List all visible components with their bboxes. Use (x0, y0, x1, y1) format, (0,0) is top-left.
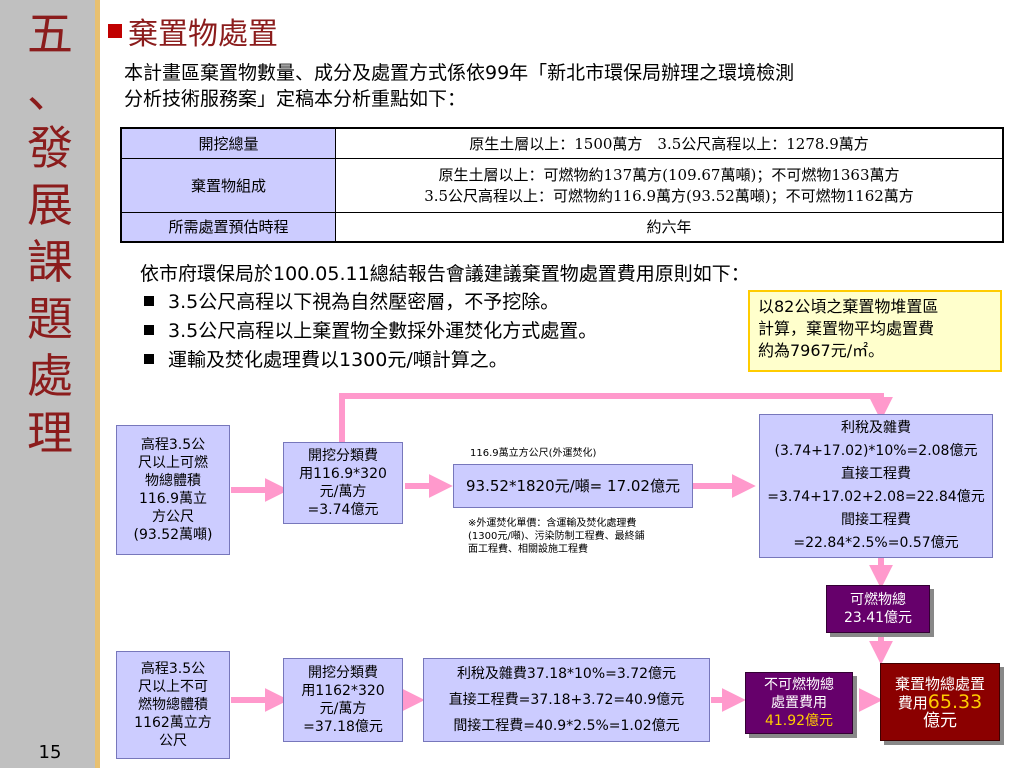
note-box: 以82公頃之棄置物堆置區 計算，棄置物平均處置費 約為7967元/㎡。 (748, 290, 1002, 372)
grand-total-box: 棄置物總處置 費用65.33 億元 (880, 663, 1000, 741)
table-header-cell: 所需處置預估時程 (120, 211, 336, 243)
box-line: 元/萬方 (319, 484, 367, 500)
box-line: 可燃物總 (850, 592, 906, 608)
box-line: (3.74+17.02)*10%=2.08億元 (774, 443, 978, 459)
nonburnable-costs-box: 利稅及雜費37.18*10%=3.72億元 直接工程費=37.18+3.72=4… (423, 658, 710, 742)
burnable-total-box: 可燃物總 23.41億元 (826, 585, 930, 633)
box-line: 元/萬方 (319, 701, 367, 717)
table-row: 所需處置預估時程 約六年 (120, 211, 1004, 243)
box-line: (93.52萬噸) (133, 527, 213, 543)
bullet-item: 運輸及焚化處理費以1300元/噸計算之。 (144, 345, 508, 372)
side-title-char: 題 (27, 292, 73, 346)
box-line: 處置費用 (771, 695, 827, 711)
box-line: =3.74億元 (307, 502, 379, 518)
table-value-cell: 原生土層以上：1500萬方 3.5公尺高程以上：1278.9萬方 (335, 127, 1004, 159)
table-row: 開挖總量 原生土層以上：1500萬方 3.5公尺高程以上：1278.9萬方 (120, 127, 1004, 159)
square-bullet-icon (144, 353, 154, 364)
box-line: 41.92億元 (764, 713, 834, 729)
box-line: 高程3.5公 (140, 661, 206, 677)
table-value-cell: 約六年 (335, 211, 1004, 243)
box-line: 116.9萬立 (138, 491, 208, 507)
square-bullet-icon (144, 295, 154, 306)
burnable-dig-cost-box: 開挖分類費 用116.9*320 元/萬方 =3.74億元 (283, 442, 403, 524)
box-line: 用116.9*320 (299, 466, 387, 482)
footnote-line: 面工程費、相關設施工程費 (468, 544, 588, 555)
note-line: 計算，棄置物平均處置費 (758, 319, 935, 338)
box-line: 開挖分類費 (308, 665, 378, 681)
bullet-text: 3.5公尺高程以上棄置物全數採外運焚化方式處置。 (168, 320, 598, 342)
nonburnable-dig-cost-box: 開挖分類費 用1162*320 元/萬方 =37.18億元 (283, 658, 403, 742)
box-line: 93.52*1820元/噸= 17.02億元 (466, 477, 680, 495)
side-title-char: 、 (27, 64, 73, 118)
box-line: =22.84*2.5%=0.57億元 (793, 535, 959, 551)
burnable-incineration-box: 93.52*1820元/噸= 17.02億元 (453, 464, 693, 508)
title-row: 棄置物處置 (108, 8, 278, 54)
rules-intro: 依市府環保局於100.05.11總結報告會議建議棄置物處置費用原則如下： (140, 263, 750, 285)
info-table: 開挖總量 原生土層以上：1500萬方 3.5公尺高程以上：1278.9萬方 棄置… (120, 127, 1004, 243)
incineration-footnote: ※外運焚化單價：含運輸及焚化處理費 (1300元/噸)、污染防制工程費、最終鋪 … (468, 517, 698, 556)
box-line: 方公尺 (152, 509, 194, 525)
box-line: 直接工程費 (841, 466, 911, 482)
box-line: 23.41億元 (843, 610, 913, 626)
footnote-line: ※外運焚化單價：含運輸及焚化處理費 (468, 518, 637, 529)
box-line: 1162萬立方 (134, 715, 212, 731)
footnote-line: (1300元/噸)、污染防制工程費、最終鋪 (468, 531, 645, 542)
square-bullet-icon (144, 324, 154, 335)
box-line: 億元 (923, 710, 957, 731)
box-line: 公尺 (159, 733, 187, 749)
table-value-line: 原生土層以上：可燃物約137萬方(109.67萬噸)；不可燃物1363萬方 (438, 166, 900, 184)
grand-total-value: 65.33 (927, 690, 983, 713)
box-text: 費用 (897, 693, 928, 712)
side-title-char: 發 (27, 121, 73, 175)
box-line: 用1162*320 (301, 683, 385, 699)
box-line: 不可燃物總 (764, 677, 834, 693)
box-line: 物總體積 (145, 473, 201, 489)
table-value-line: 3.5公尺高程以上：可燃物約116.9萬方(93.52萬噸)；不可燃物1162萬… (424, 187, 914, 205)
box-line: 間接工程費 (841, 512, 911, 528)
nonburnable-source-box: 高程3.5公 尺以上不可 燃物總體積 1162萬立方 公尺 (116, 651, 230, 759)
intro-line: 分析技術服務案」定稿本分析重點如下： (124, 88, 467, 110)
page-title: 棄置物處置 (128, 17, 278, 52)
side-title: 五 、 發 展 課 題 處 理 (18, 6, 82, 462)
side-bar (0, 0, 100, 768)
side-title-char: 展 (27, 178, 73, 232)
intro-text: 本計畫區棄置物數量、成分及處置方式係依99年「新北市環保局辦理之環境檢測 分析技… (124, 60, 1004, 112)
table-value-line: 原生土層以上：1500萬方 3.5公尺高程以上：1278.9萬方 (469, 134, 869, 153)
side-title-char: 五 (27, 7, 73, 61)
box-line: 費用65.33 (897, 690, 983, 713)
table-value-line: 約六年 (646, 218, 692, 237)
box-line: =37.18億元 (303, 719, 383, 735)
box-line: 利稅及雜費 (841, 420, 911, 436)
box-line: 尺以上不可 (138, 679, 208, 695)
intro-line: 本計畫區棄置物數量、成分及處置方式係依99年「新北市環保局辦理之環境檢測 (124, 62, 795, 84)
table-header-cell: 開挖總量 (120, 127, 336, 159)
arrow-connector (339, 393, 893, 442)
side-title-char: 理 (27, 406, 73, 460)
box-line: =3.74+17.02+2.08=22.84億元 (767, 489, 985, 505)
nonburnable-total-box: 不可燃物總 處置費用 41.92億元 (745, 672, 853, 734)
bullet-item: 3.5公尺高程以上棄置物全數採外運焚化方式處置。 (144, 316, 597, 343)
note-line: 以82公頃之棄置物堆置區 (758, 297, 939, 316)
burnable-source-box: 高程3.5公 尺以上可燃 物總體積 116.9萬立 方公尺 (93.52萬噸) (116, 425, 230, 555)
note-line: 約為7967元/㎡。 (758, 341, 885, 360)
title-bullet-icon (108, 24, 122, 38)
box-line: 間接工程費=40.9*2.5%=1.02億元 (453, 718, 680, 734)
page-number: 15 (38, 742, 62, 763)
box-line: 燃物總體積 (138, 697, 208, 713)
box-line: 開挖分類費 (308, 448, 378, 464)
box-line: 高程3.5公 (140, 437, 206, 453)
box-line: 棄置物總處置 (894, 674, 985, 693)
side-title-char: 處 (27, 349, 73, 403)
box-line: 尺以上可燃 (138, 455, 208, 471)
bullet-text: 運輸及焚化處理費以1300元/噸計算之。 (168, 349, 508, 371)
box-line: 利稅及雜費37.18*10%=3.72億元 (456, 666, 677, 682)
box-line: 直接工程費=37.18+3.72=40.9億元 (448, 692, 685, 708)
burnable-volume-label: 116.9萬立方公尺(外運焚化) (470, 448, 597, 459)
table-value-cell: 原生土層以上：可燃物約137萬方(109.67萬噸)；不可燃物1363萬方 3.… (335, 157, 1004, 213)
bullet-text: 3.5公尺高程以下視為自然壓密層，不予挖除。 (168, 291, 560, 313)
bullet-item: 3.5公尺高程以下視為自然壓密層，不予挖除。 (144, 287, 559, 314)
burnable-costs-box: 利稅及雜費 (3.74+17.02)*10%=2.08億元 直接工程費 =3.7… (759, 414, 993, 558)
side-title-char: 課 (27, 235, 73, 289)
